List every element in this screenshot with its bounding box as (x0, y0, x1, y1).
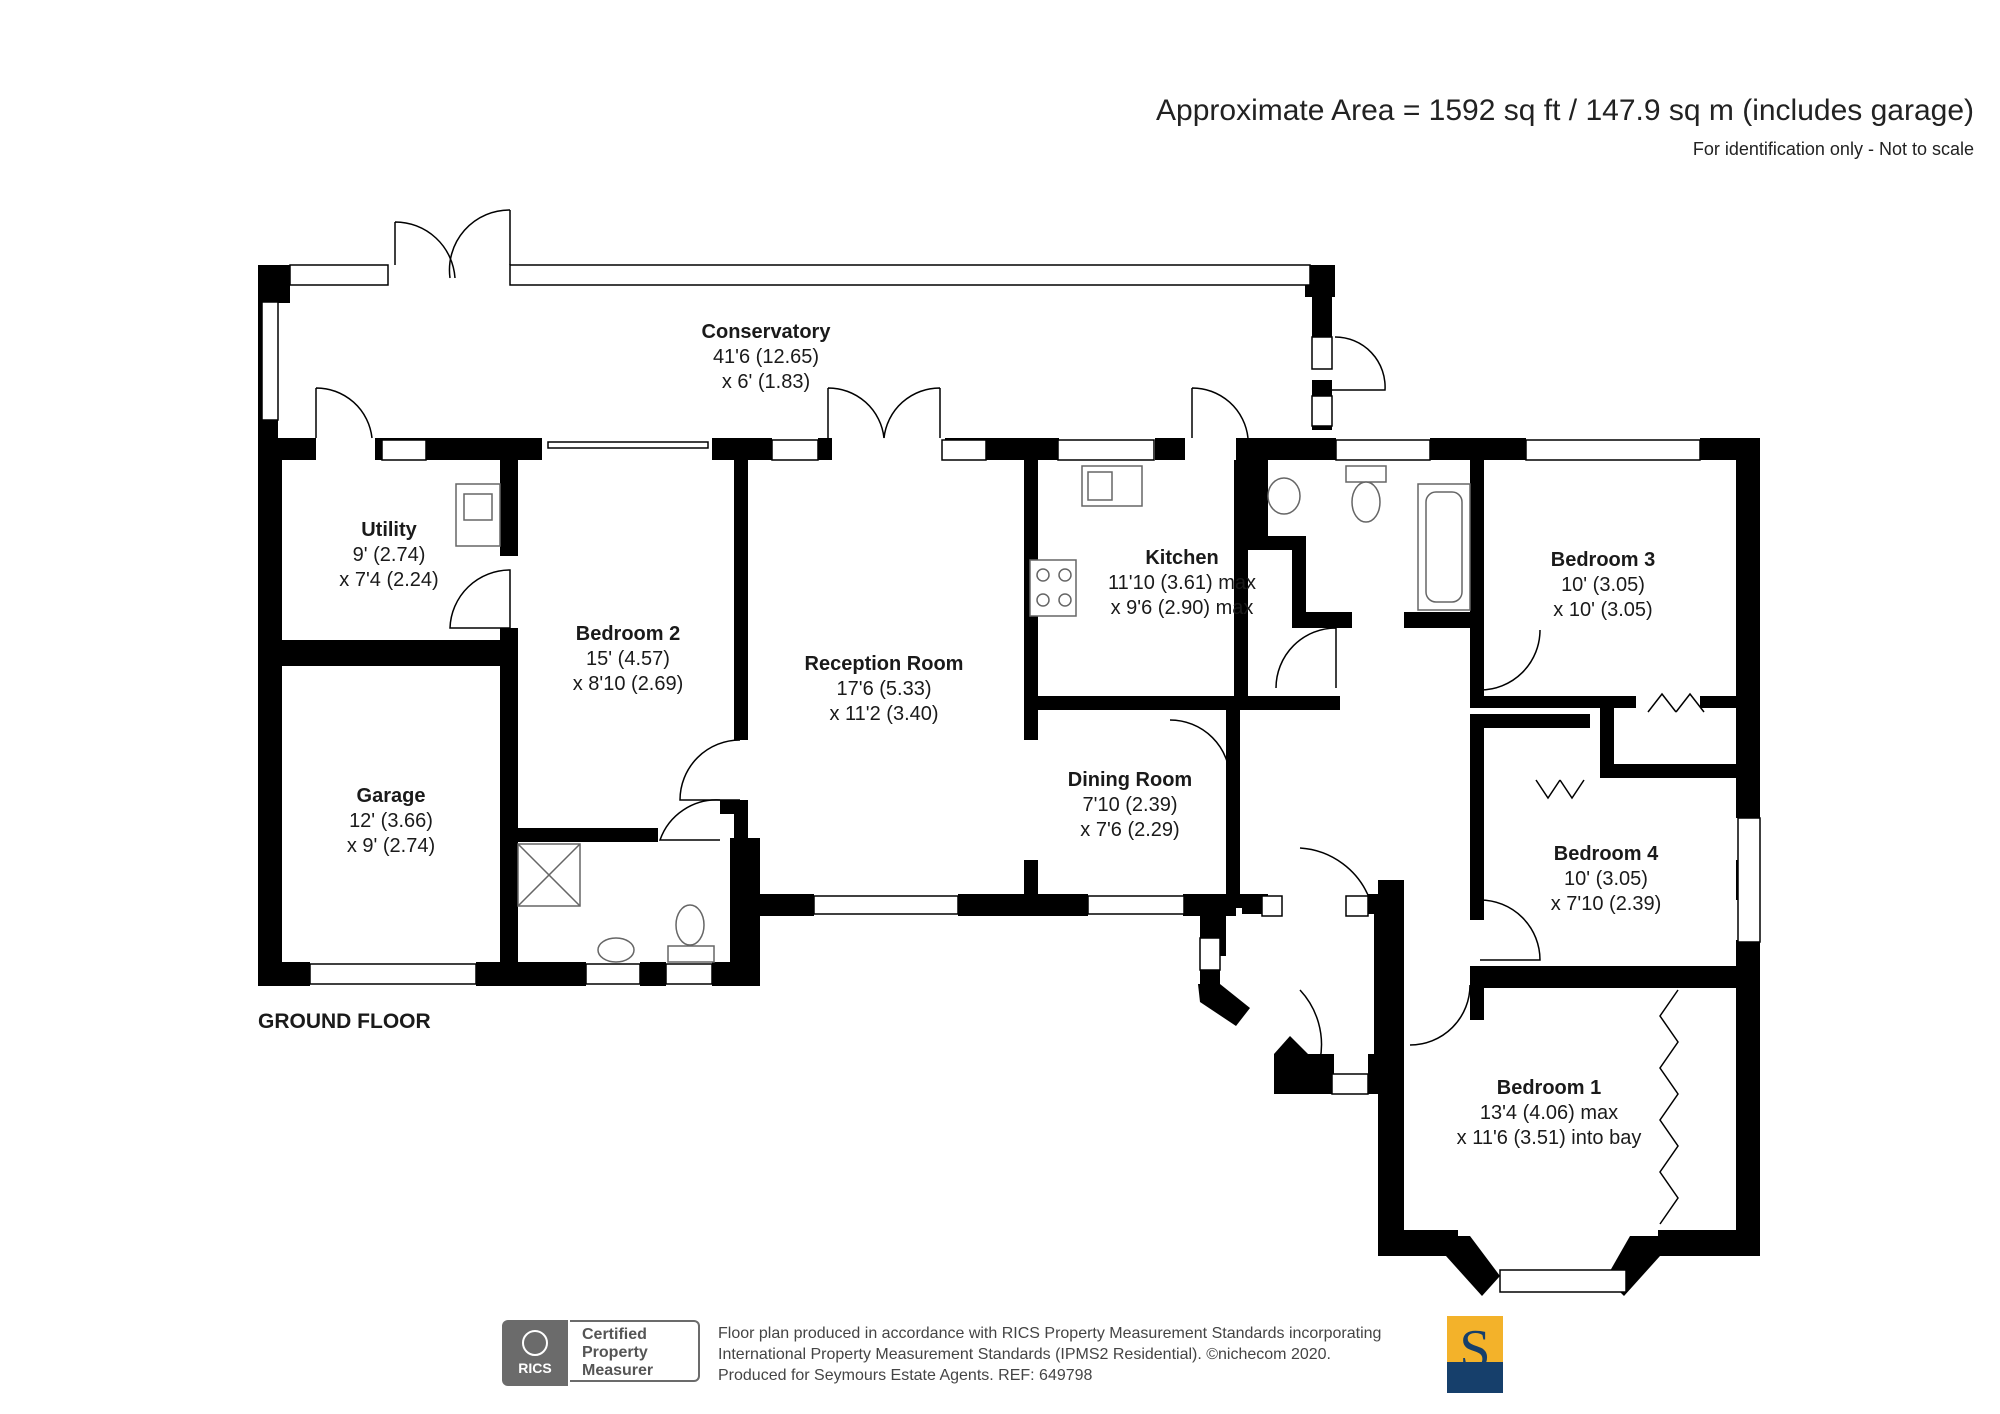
certified-measurer-text: Certified Property Measurer (570, 1320, 700, 1382)
windows (261, 264, 1761, 1293)
rics-logo-text: RICS (518, 1360, 552, 1376)
doors (315, 209, 1541, 1061)
rics-logo: RICS (502, 1320, 568, 1386)
wardrobes (1535, 692, 1705, 1225)
floor-label: GROUND FLOOR (258, 1010, 431, 1033)
seymours-logo-letter: S (1459, 1319, 1491, 1381)
approximate-area: Approximate Area = 1592 sq ft / 147.9 sq… (1156, 94, 1974, 127)
footer-disclaimer: Floor plan produced in accordance with R… (718, 1325, 1382, 1384)
rics-globe-icon (522, 1330, 548, 1356)
seymours-logo: S (1447, 1316, 1503, 1393)
rics-certified-badge: RICS Certified Property Measurer (502, 1320, 702, 1386)
scale-note: For identification only - Not to scale (1692, 139, 1974, 159)
bay-walls (1198, 984, 1664, 1296)
fixtures (455, 465, 1471, 963)
